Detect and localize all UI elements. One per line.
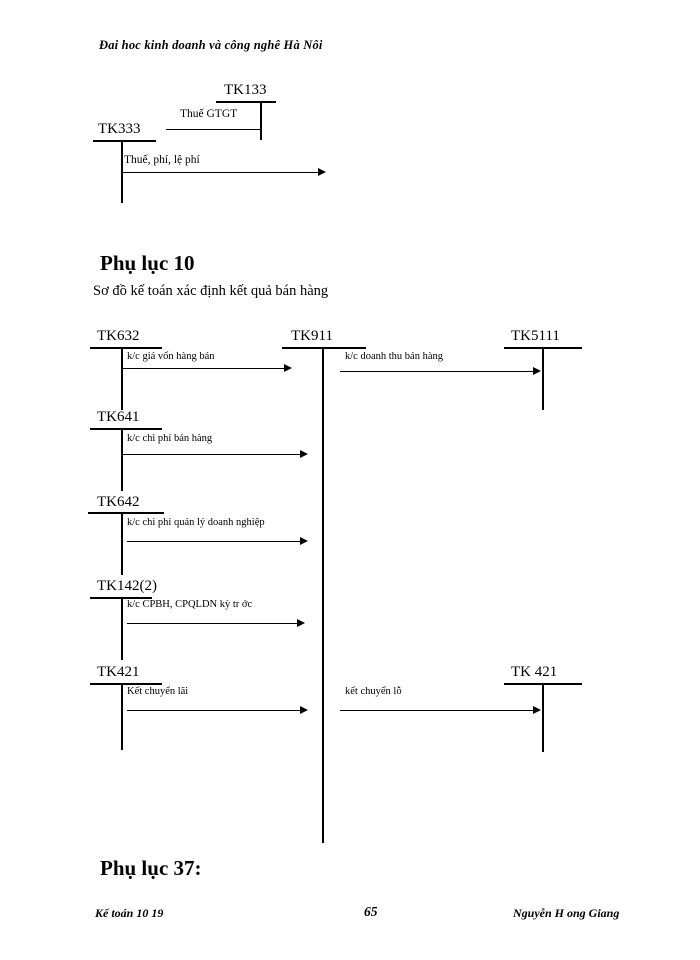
flow-arrow-thue-phi-le-phi [122,168,326,177]
account-axis-tk421-right [542,683,544,752]
flow-arrow-cpbh-cpqldn [127,619,305,628]
flow-label-gia-von: k/c giá vốn hàng bán [127,351,215,362]
account-axis-tk133 [260,101,262,140]
account-rule-tk641 [90,428,162,430]
account-label-tk5111: TK5111 [511,328,560,344]
flow-label-thue-phi-le-phi: Thuế, phí, lệ phí [124,154,200,166]
account-label-tk142-2: TK142(2) [97,578,157,594]
footer-right: Nguyễn H ong Giang [513,906,620,920]
flow-arrow-gia-von [122,364,292,373]
flow-arrow-chi-phi-qldn [127,537,308,546]
flow-arrow-ket-chuyen-lai [127,706,308,715]
account-label-tk333: TK333 [98,121,141,137]
account-label-tk641: TK641 [97,409,140,425]
account-axis-tk641 [121,428,123,491]
account-axis-tk142-2 [121,597,123,660]
account-label-tk632: TK632 [97,328,140,344]
account-rule-tk642 [88,512,164,514]
account-rule-tk632 [90,347,162,349]
flow-arrow-doanh-thu [340,367,541,376]
flow-label-ket-chuyen-lai: Kết chuyển lãi [127,686,189,697]
flow-line-thue-gtgt [166,129,261,130]
footer-left: Kế toán 10 19 [95,906,164,920]
flow-arrow-ket-chuyen-lo [340,706,541,715]
flow-label-doanh-thu: k/c doanh thu bán hàng [345,351,443,362]
section-title-phu-luc-37: Phụ lục 37: [100,856,202,880]
account-rule-tk133 [216,101,276,103]
flow-arrow-chi-phi-ban-hang [122,450,308,459]
account-axis-tk632 [121,347,123,410]
account-rule-tk911 [282,347,366,349]
account-label-tk421-left: TK421 [97,664,140,680]
flow-label-chi-phi-qldn: k/c chi phí quản lý doanh nghiệp [127,517,265,528]
page-header-university: Đai hoc kinh doanh và công nghê Hà Nôi [99,38,323,52]
section-title-phu-luc-10: Phụ lục 10 [100,251,195,275]
footer-page-number: 65 [364,904,378,919]
account-label-tk642: TK642 [97,494,140,510]
account-axis-tk5111 [542,347,544,410]
flow-label-ket-chuyen-lo: kết chuyển lỗ [345,686,402,697]
account-label-tk421-right: TK 421 [511,664,558,680]
account-axis-tk333 [121,140,123,203]
account-axis-tk421-left [121,683,123,750]
flow-label-cpbh-cpqldn: k/c CPBH, CPQLDN kỳ tr ớc [127,599,253,610]
account-axis-tk911 [322,347,324,843]
account-rule-tk421-left [90,683,162,685]
flow-label-thue-gtgt: Thuế GTGT [180,108,238,120]
account-rule-tk333 [93,140,156,142]
account-axis-tk642 [121,512,123,575]
section-subtitle: Sơ đồ kế toán xác định kết quả bán hàng [93,283,329,299]
flow-label-chi-phi-ban-hang: k/c chi phí bán hàng [127,433,213,444]
account-label-tk911: TK911 [291,328,333,344]
account-label-tk133: TK133 [224,82,267,98]
